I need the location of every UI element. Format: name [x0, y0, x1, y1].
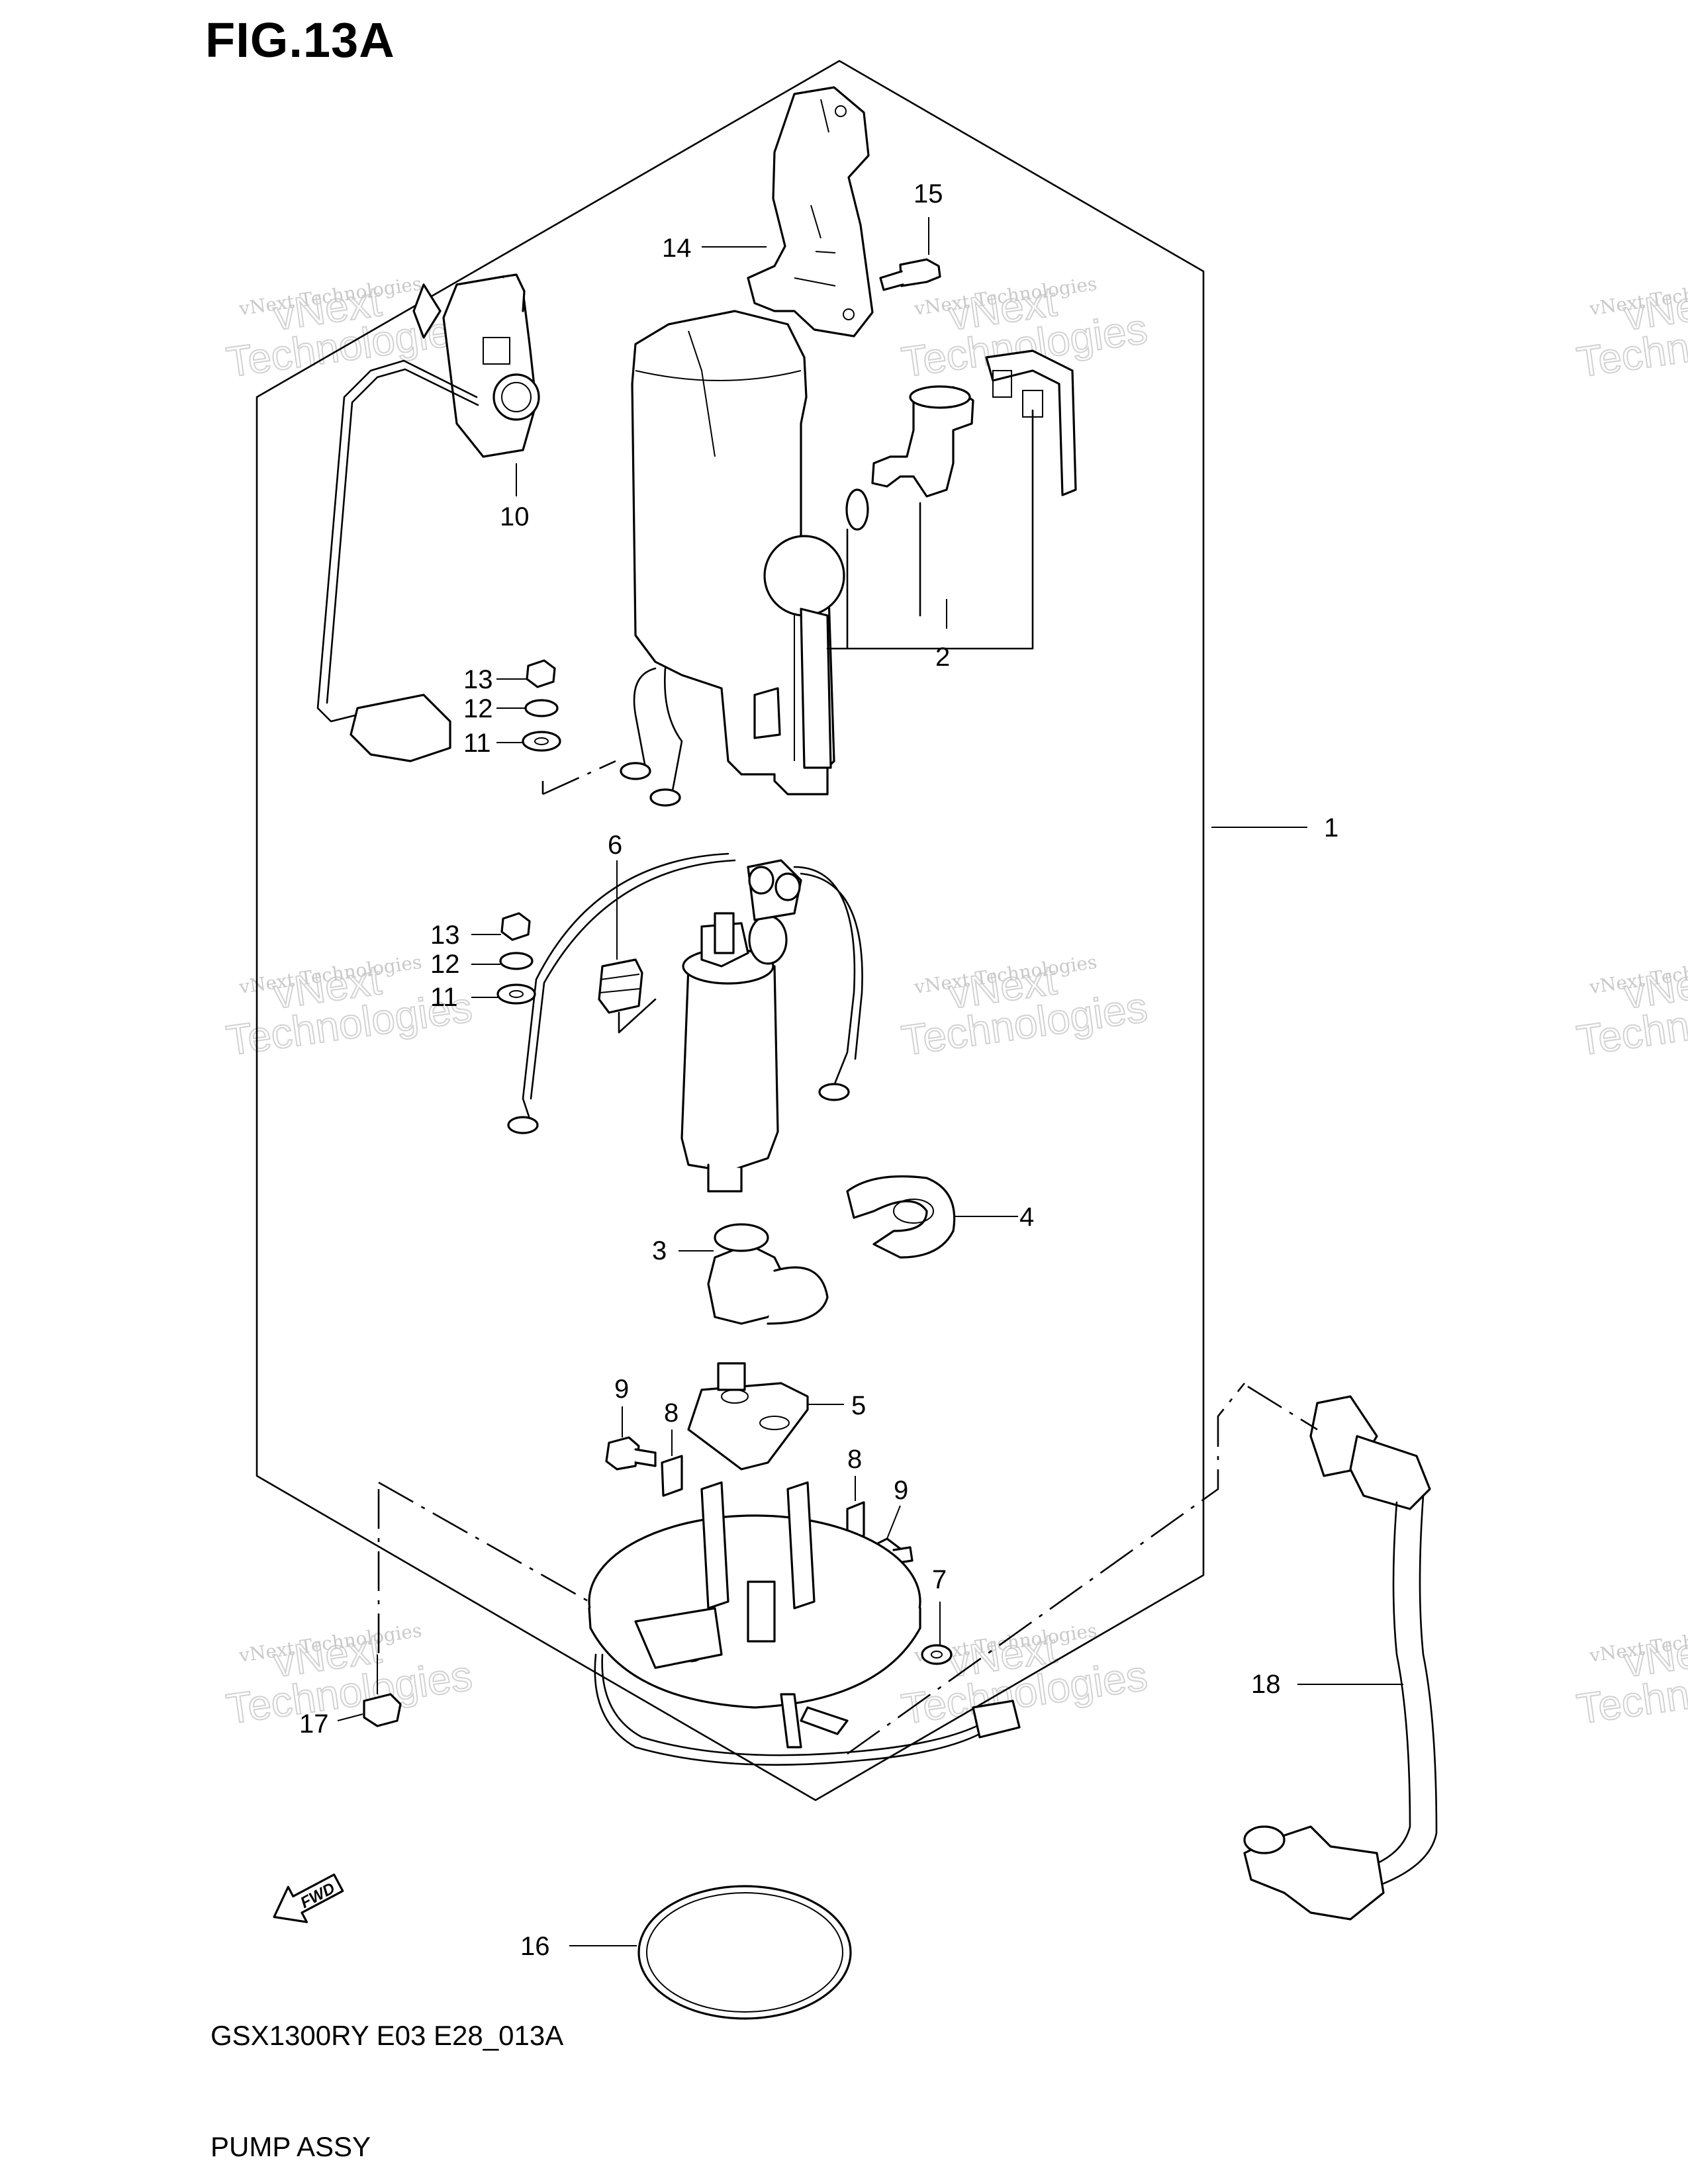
callout-11-upper: 11: [463, 729, 491, 758]
part-14-bracket: [747, 86, 874, 338]
part-18-fuel-hose: [1243, 1385, 1438, 1921]
part-3-filter: [707, 1223, 829, 1325]
callout-12-lower: 12: [430, 950, 460, 979]
assembly-outline: [256, 60, 1205, 1801]
callout-2: 2: [935, 643, 950, 672]
callout-13-upper: 13: [463, 665, 493, 694]
part-9-screw-left: [605, 1436, 657, 1471]
callout-14: 14: [662, 234, 692, 263]
callout-7: 7: [932, 1565, 947, 1594]
callout-3: 3: [652, 1236, 667, 1265]
callout-10: 10: [500, 502, 530, 531]
part-2-canister: [620, 310, 1077, 807]
figure-name: PUMP ASSY: [211, 2131, 371, 2162]
dash-line-base: [378, 1481, 590, 1603]
callout-18: 18: [1251, 1670, 1281, 1699]
callout-8-right: 8: [847, 1445, 862, 1474]
callout-8-left: 8: [664, 1398, 679, 1428]
part-8-nut-left: [661, 1455, 683, 1497]
parts-11-12-13-upper: [522, 659, 616, 796]
part-4-shield: [846, 1175, 956, 1259]
callout-6: 6: [608, 831, 622, 860]
callout-5: 5: [851, 1391, 866, 1420]
part-15-bolt: [879, 258, 941, 291]
part-16-gasket: [637, 1885, 852, 2020]
leader-lines: [337, 217, 1403, 1946]
pump-base-plate: [588, 1481, 1021, 1766]
callout-4: 4: [1019, 1203, 1034, 1232]
callout-1: 1: [1324, 813, 1338, 842]
figure-code: GSX1300RY E03 E28_013A: [211, 2020, 564, 2051]
figure-title: FIG.13A: [205, 13, 395, 68]
fwd-arrow-icon: FWD: [273, 1873, 344, 1923]
callout-11-lower: 11: [430, 983, 458, 1012]
callout-13-lower: 13: [430, 921, 460, 950]
callout-9-left: 9: [614, 1375, 629, 1404]
parts-11-12-13-lower: [496, 912, 536, 1005]
callout-17: 17: [299, 1709, 329, 1739]
part-10-fuel-gauge: [316, 273, 540, 762]
dash-line-hose: [847, 1383, 1246, 1755]
callout-9-right: 9: [894, 1476, 908, 1505]
part-17-bolt: [363, 1655, 402, 1727]
callout-12-upper: 12: [463, 694, 493, 723]
part-7-washer: [921, 1644, 953, 1665]
callout-16: 16: [520, 1932, 550, 1961]
part-5-plate: [687, 1362, 809, 1471]
callout-15: 15: [914, 179, 943, 208]
part-6-fuel-pump: [507, 852, 863, 1193]
callouts: 1 2 3 4 5 6 7 8 8 9 9 10 11 11 12 12 13 …: [299, 179, 1338, 1961]
